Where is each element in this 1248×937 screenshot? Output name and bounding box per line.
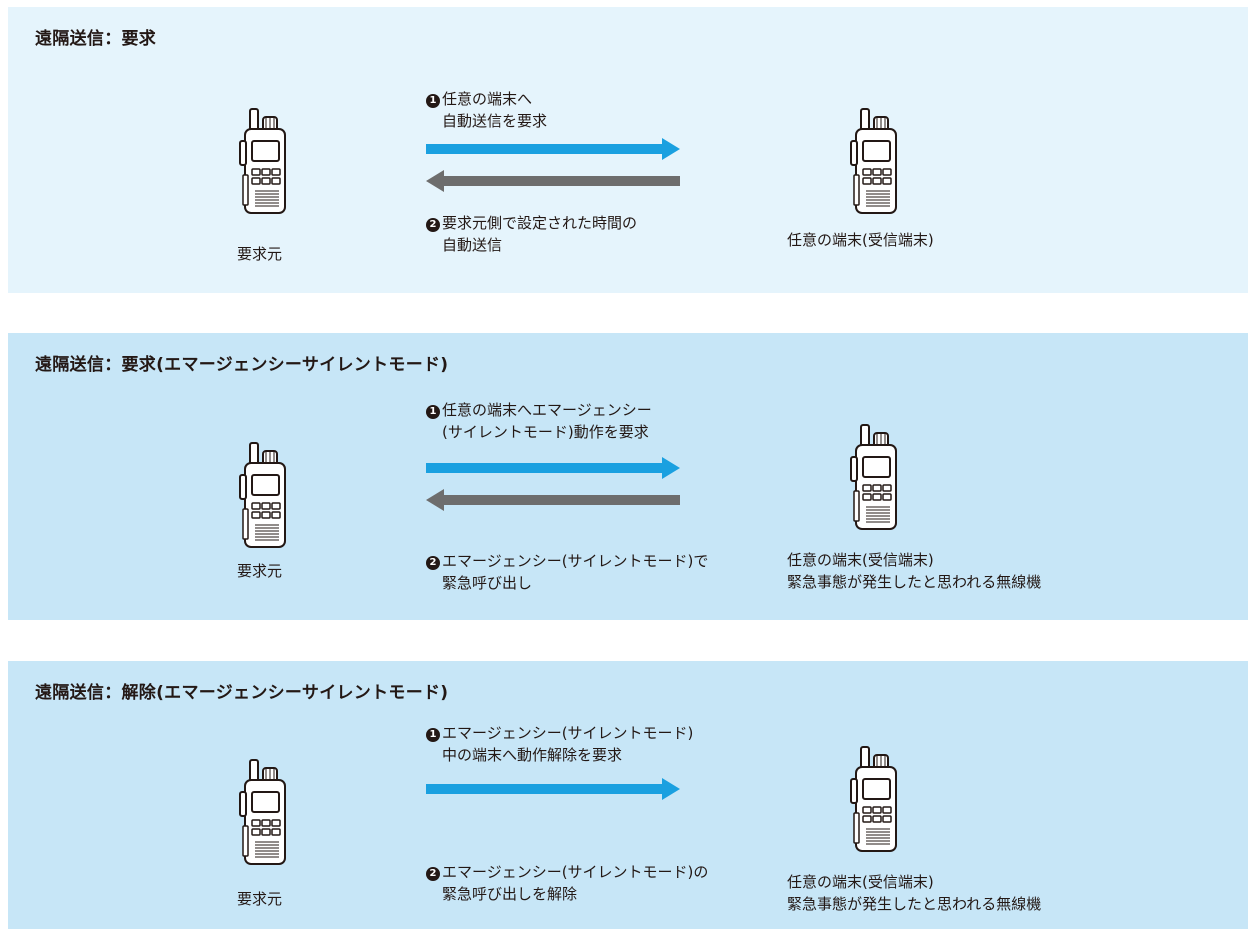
- step2-line1: 要求元側で設定された時間の: [442, 214, 638, 232]
- step2-marker: 2: [426, 556, 440, 570]
- request-arrow: [426, 457, 680, 479]
- source-label: 要求元: [237, 562, 283, 580]
- step1-marker: 1: [426, 405, 440, 419]
- step1-marker: 1: [426, 728, 440, 742]
- source-label: 要求元: [237, 245, 283, 263]
- request-arrow: [426, 778, 680, 800]
- handheld-radio-icon: [850, 746, 897, 852]
- step1-line2: (サイレントモード)動作を要求: [442, 423, 649, 441]
- section-title: 遠隔送信：要求: [35, 29, 157, 49]
- response-arrow: [426, 170, 680, 192]
- target-line1: 任意の端末(受信端末): [787, 551, 934, 569]
- target-label: 任意の端末(受信端末) 緊急事態が発生したと思われる無線機: [787, 871, 1041, 915]
- step1-line1: 任意の端末へエマージェンシー: [442, 401, 652, 419]
- target-label: 任意の端末(受信端末) 緊急事態が発生したと思われる無線機: [787, 549, 1041, 593]
- response-arrow: [426, 489, 680, 511]
- step2-line1: エマージェンシー(サイレントモード)で: [442, 552, 709, 570]
- step1-marker: 1: [426, 94, 440, 108]
- step1-line1: エマージェンシー(サイレントモード): [442, 724, 694, 742]
- request-arrow: [426, 138, 680, 160]
- step2-line1: エマージェンシー(サイレントモード)の: [442, 863, 709, 881]
- target-label: 任意の端末(受信端末): [787, 229, 934, 251]
- handheld-radio-icon: [239, 442, 286, 548]
- section-title: 遠隔送信：解除(エマージェンシーサイレントモード): [35, 683, 449, 703]
- target-line1: 任意の端末(受信端末): [787, 231, 934, 249]
- source-label: 要求元: [237, 890, 283, 908]
- step2-line2: 緊急呼び出しを解除: [442, 885, 578, 903]
- handheld-radio-icon: [239, 108, 286, 214]
- handheld-radio-icon: [850, 424, 897, 530]
- handheld-radio-icon: [239, 759, 286, 865]
- step1-line2: 中の端末へ動作解除を要求: [442, 746, 623, 764]
- step1-line2: 自動送信を要求: [442, 112, 548, 130]
- target-line2: 緊急事態が発生したと思われる無線機: [787, 895, 1042, 913]
- target-line2: 緊急事態が発生したと思われる無線機: [787, 573, 1042, 591]
- target-line1: 任意の端末(受信端末): [787, 873, 934, 891]
- section-title: 遠隔送信：要求(エマージェンシーサイレントモード): [35, 355, 449, 375]
- step2-line2: 自動送信: [442, 236, 503, 254]
- step2-marker: 2: [426, 218, 440, 232]
- step2-marker: 2: [426, 867, 440, 881]
- handheld-radio-icon: [850, 108, 897, 214]
- step1-line1: 任意の端末へ: [442, 90, 533, 108]
- step2-line2: 緊急呼び出し: [442, 574, 533, 592]
